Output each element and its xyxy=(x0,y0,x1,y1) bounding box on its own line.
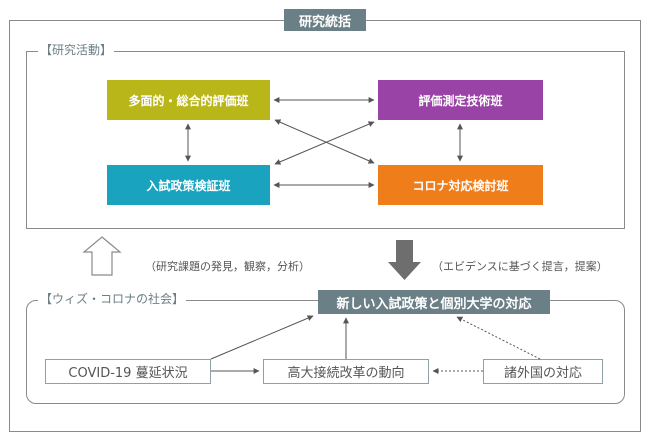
research-frame xyxy=(26,51,625,229)
team-box-comprehensive: 多面的・総合的評価班 xyxy=(107,80,270,120)
arrow-covid-to-policy xyxy=(210,315,314,360)
society-label: 【ウィズ・コロナの社会】 xyxy=(38,292,187,306)
covid-box: COVID-19 蔓延状況 xyxy=(45,359,211,384)
arrow-foreign-to-policy xyxy=(456,316,541,360)
policy-title: 新しい入試政策と個別大学の対応 xyxy=(318,290,550,314)
arrow-diagonal-1 xyxy=(274,119,375,164)
up-arrow xyxy=(82,236,122,276)
down-note: （エビデンスに基づく提言，提案） xyxy=(432,260,608,273)
down-arrow xyxy=(388,240,421,280)
page-title: 研究統括 xyxy=(284,9,366,31)
up-note: （研究課題の発見，観察，分析） xyxy=(145,260,310,273)
arrow-diagonal-2 xyxy=(274,121,375,165)
team-box-corona: コロナ対応検討班 xyxy=(378,165,543,205)
team-box-policy: 入試政策検証班 xyxy=(107,165,270,205)
team-box-measurement: 評価測定技術班 xyxy=(378,80,543,120)
research-label: 【研究活動】 xyxy=(38,43,115,57)
reform-box: 高大接続改革の動向 xyxy=(263,359,429,384)
foreign-box: 諸外国の対応 xyxy=(483,359,603,384)
